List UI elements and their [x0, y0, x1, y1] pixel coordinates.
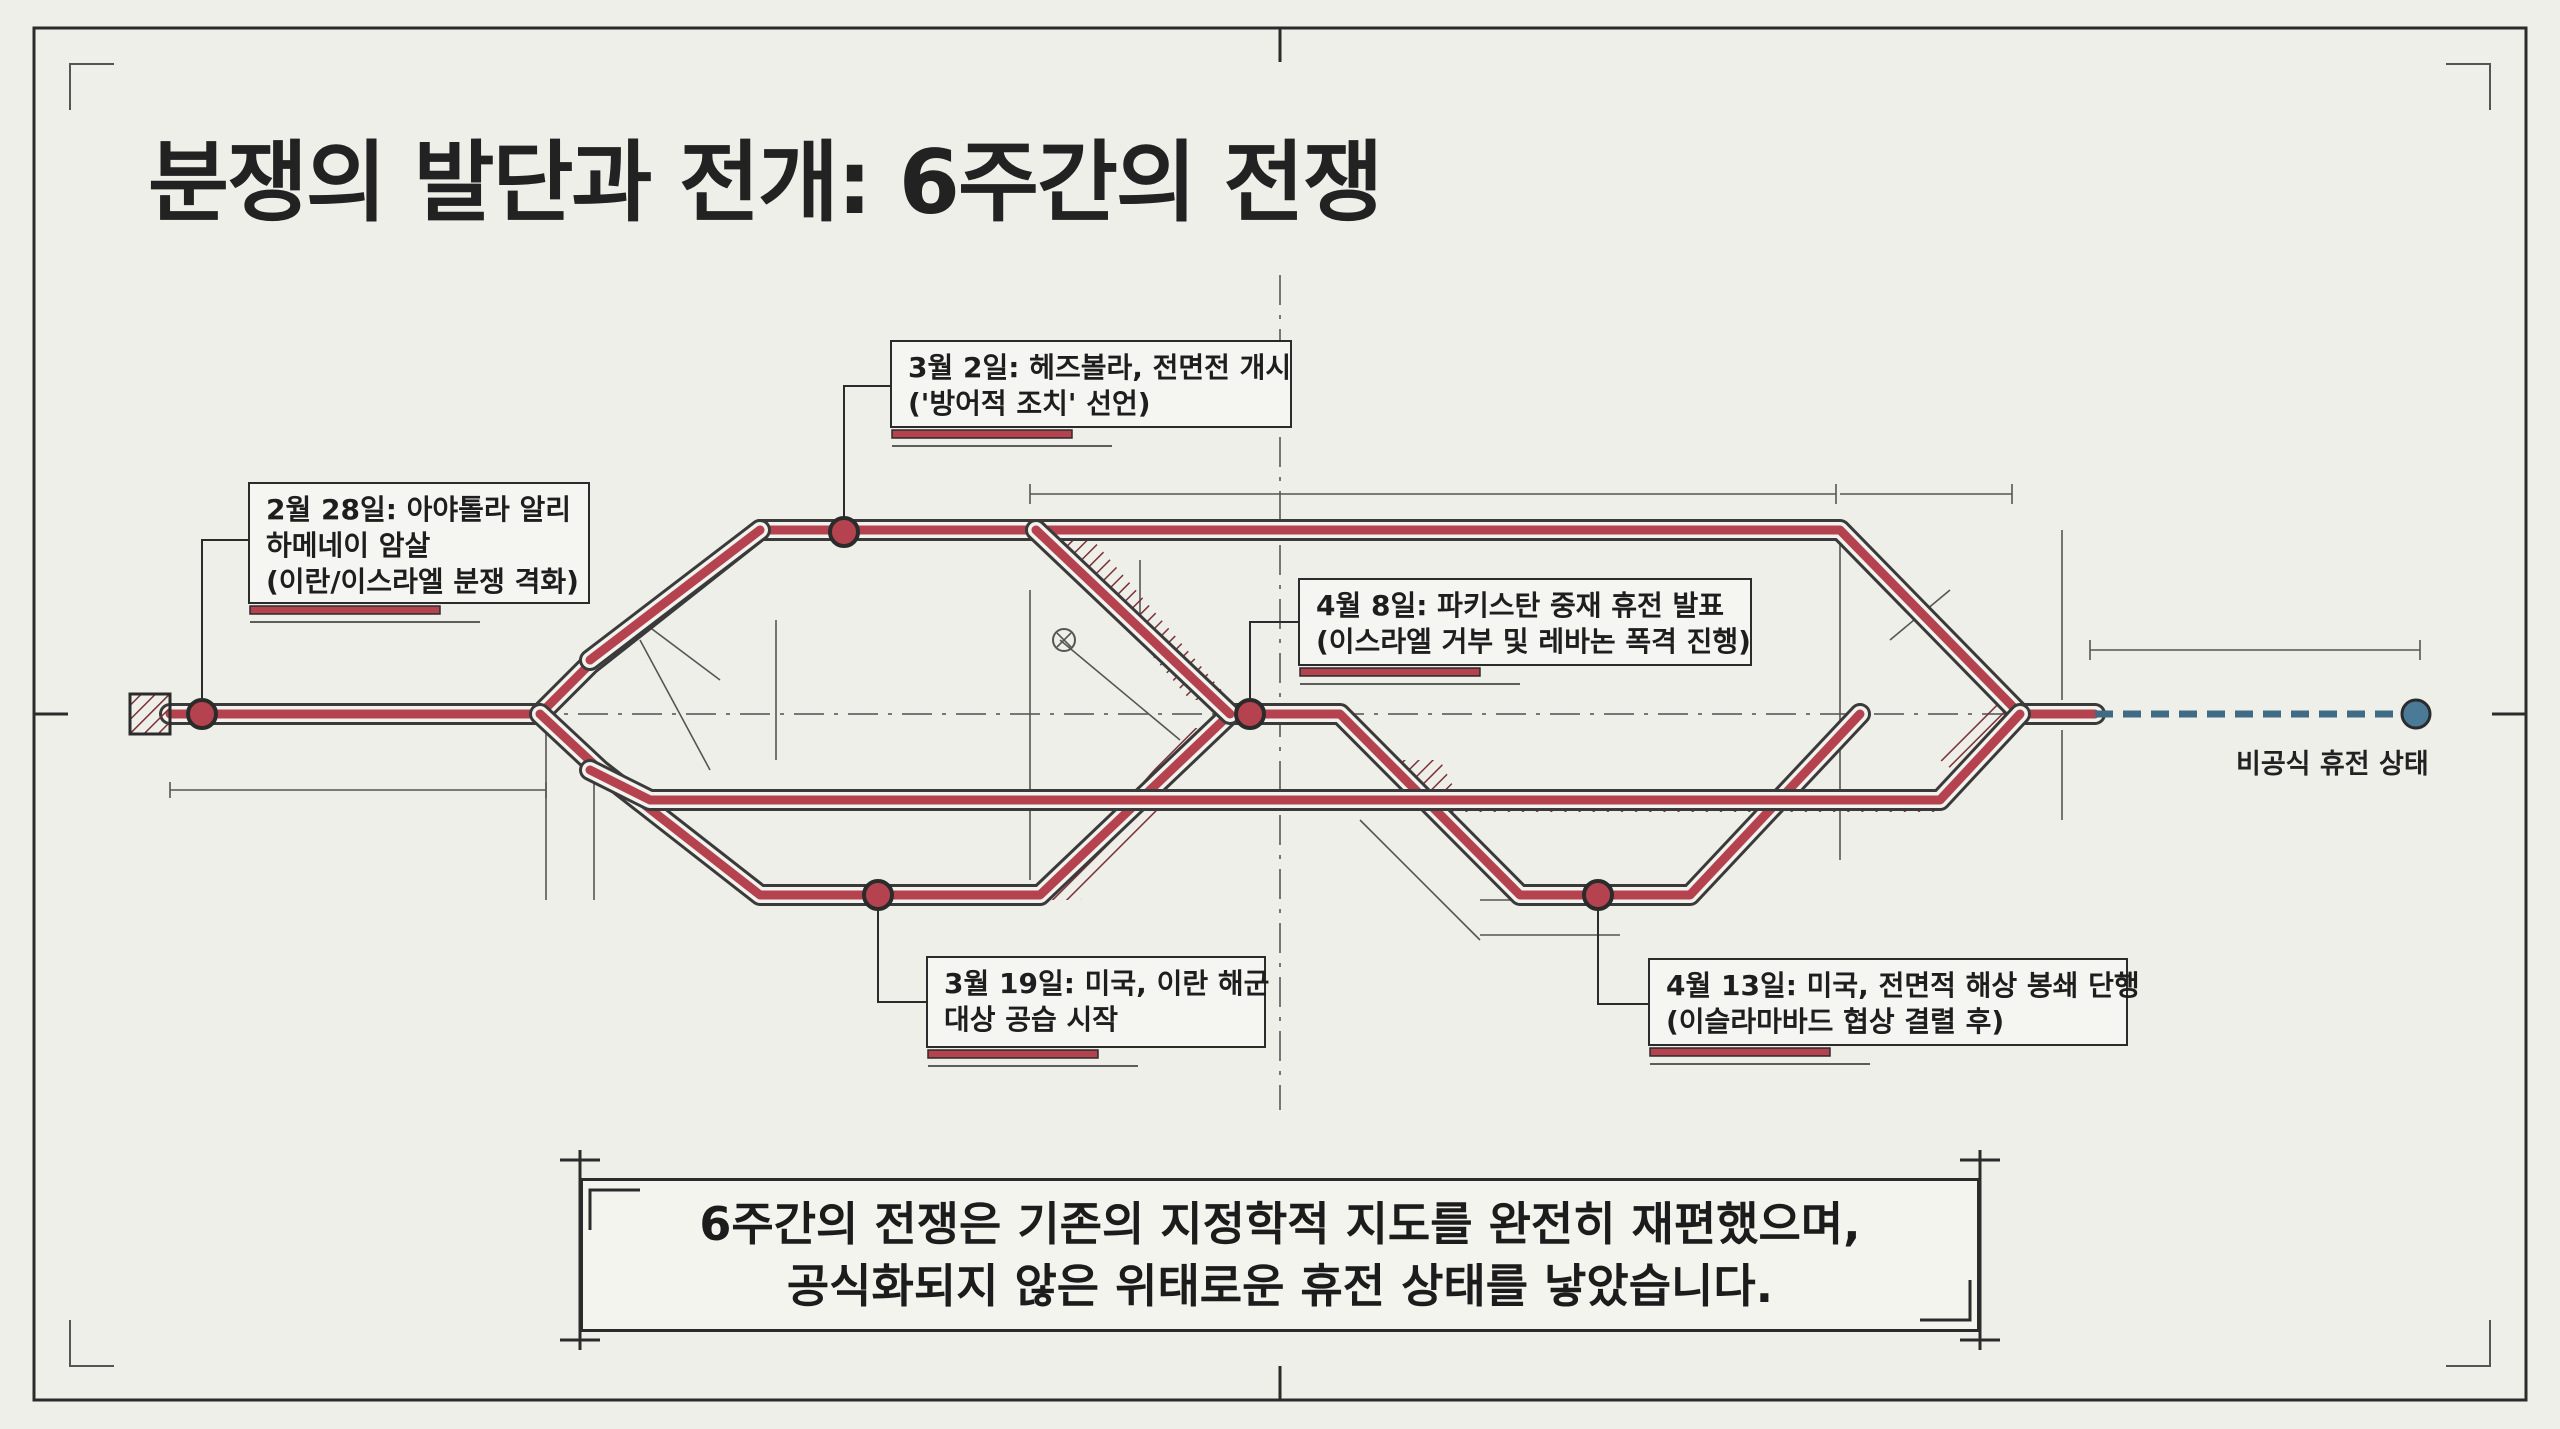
event-label-feb28: 2월 28일: 아야톨라 알리 하메네이 암살 (이란/이스라엘 분쟁 격화) [248, 482, 590, 604]
event-label-mar2: 3월 2일: 헤즈볼라, 전면전 개시 ('방어적 조치' 선언) [890, 340, 1292, 428]
label-underline-4 [1649, 1047, 1831, 1057]
label-underline-0 [249, 605, 441, 615]
leader-line-e2 [843, 385, 890, 518]
leader-line-e5 [1597, 910, 1648, 1005]
event-label-line: 대상 공습 시작 [944, 1003, 1119, 1036]
event-label-line: 하메네이 암살 [266, 529, 431, 562]
summary-line-2: 공식화되지 않은 위태로운 휴전 상태를 낳았습니다. [786, 1259, 1774, 1313]
page-title: 분쟁의 발단과 전개: 6주간의 전쟁 [148, 131, 1383, 234]
event-label-line: (이슬라마바드 협상 결렬 후) [1666, 1005, 2005, 1038]
event-label-line: (이스라엘 거부 및 레바논 폭격 진행) [1316, 625, 1751, 658]
event-node-e3 [862, 879, 894, 911]
leader-lines [201, 385, 1648, 1005]
event-label-line: (이란/이스라엘 분쟁 격화) [266, 565, 579, 598]
event-label-line: 4월 8일: 파키스탄 중재 휴전 발표 [1316, 589, 1725, 622]
event-label-line: 3월 2일: 헤즈볼라, 전면전 개시 [908, 351, 1292, 384]
event-node-e5 [1582, 879, 1614, 911]
label-underline-1 [891, 429, 1073, 439]
event-nodes [186, 516, 1614, 911]
event-label-apr13: 4월 13일: 미국, 전면적 해상 봉쇄 단행 (이슬라마바드 협상 결렬 후… [1648, 958, 2140, 1046]
event-node-e4 [1234, 698, 1266, 730]
track-line-3 [585, 525, 765, 665]
start-block [128, 692, 172, 736]
hatched-bands [860, 520, 2010, 900]
corner-marks [69, 63, 2491, 1367]
event-label-mar19: 3월 19일: 미국, 이란 해군 대상 공습 시작 [926, 956, 1270, 1048]
leader-line-e1 [201, 539, 248, 700]
summary-box: 6주간의 전쟁은 기존의 지정학적 지도를 완전히 재편했으며, 공식화되지 않… [580, 1178, 1980, 1332]
label-underline-3 [1299, 667, 1481, 677]
event-node-e2 [828, 516, 860, 548]
event-label-line: 2월 28일: 아야톨라 알리 [266, 493, 571, 526]
event-node-e1 [186, 698, 218, 730]
label-underline-2 [927, 1049, 1099, 1059]
event-label-line: 4월 13일: 미국, 전면적 해상 봉쇄 단행 [1666, 969, 2140, 1002]
event-label-line: ('방어적 조치' 선언) [908, 387, 1151, 420]
end-state-label: 비공식 휴전 상태 [2236, 749, 2429, 780]
end-node [2400, 698, 2432, 730]
track-lines [159, 519, 2106, 906]
label-underlines [249, 429, 1870, 1067]
leader-line-e4 [1249, 621, 1298, 700]
leader-line-e3 [877, 910, 926, 1003]
track-line-2 [585, 709, 2025, 805]
event-label-apr8: 4월 8일: 파키스탄 중재 휴전 발표 (이스라엘 거부 및 레바논 폭격 진… [1298, 578, 1752, 666]
summary-line-1: 6주간의 전쟁은 기존의 지정학적 지도를 완전히 재편했으며, [699, 1197, 1861, 1251]
frame-ticks [34, 28, 2526, 1400]
event-label-line: 3월 19일: 미국, 이란 해군 [944, 967, 1270, 1000]
track-line-4 [1031, 525, 1235, 719]
